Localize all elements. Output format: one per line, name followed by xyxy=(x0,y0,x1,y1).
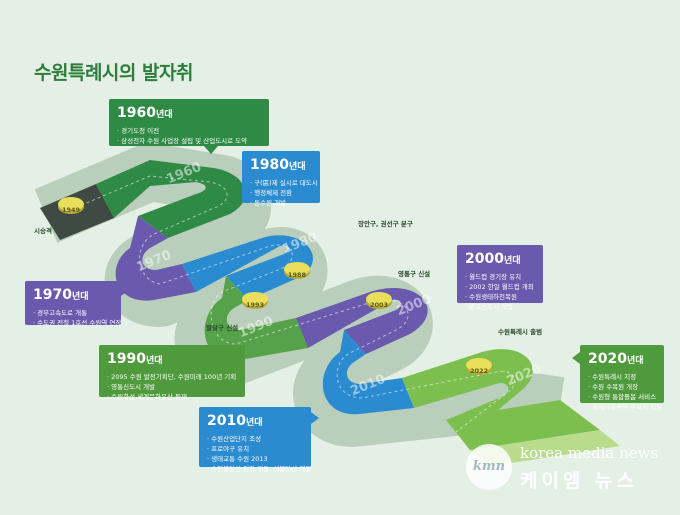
road-segment-1960 xyxy=(96,160,246,238)
era-item: 구(區)제 실시로 대도시 xyxy=(250,178,318,188)
label-yeongtong: 영통구 신설 xyxy=(398,270,431,278)
era-item: 수원산업단지 조성 xyxy=(207,434,303,444)
era-item: 수원 수목원 개장 xyxy=(588,382,656,392)
coin-1949: 1949 xyxy=(58,197,84,214)
road-segment-1980 xyxy=(182,235,313,300)
coin-2022: 2022 xyxy=(466,358,492,375)
road-segment-start xyxy=(40,184,114,240)
era-card-1960: 1960년대 경기도청 이전 삼성전자 수원 사업장 설립 및 산업도시로 도약 xyxy=(109,99,269,146)
pointer xyxy=(204,146,218,154)
kmn-logo: kmn xyxy=(466,444,512,490)
era-item: 수원화성 세계문화유산 등재 xyxy=(107,392,237,402)
era-card-1970: 1970년대 경부고속도로 개통 수도권 전철 1호선 수원역 연장 xyxy=(25,281,121,328)
era-item: 프로야구 유치 xyxy=(207,444,303,454)
era-item: 수원특례시 지정 xyxy=(588,372,656,382)
road-segment-2000 xyxy=(296,288,428,354)
era-item: 동수원 개발 xyxy=(250,198,312,208)
pointer xyxy=(311,412,319,424)
label-start: 시승격 xyxy=(34,227,52,235)
era-card-1980: 1980년대 구(區)제 실시로 대도시 행정체제 전환 동수원 개발 xyxy=(242,151,320,207)
era-item: 영통신도시 개발 xyxy=(107,382,237,392)
coin-1988: 1988 xyxy=(284,262,310,279)
watermark-english: korea media news xyxy=(520,444,659,462)
era-card-1990: 1990년대 2095 수원 발전기획단, 수원미래 100년 기획 영통신도시… xyxy=(99,345,245,401)
era-item: 수원생태하천복원 xyxy=(465,292,535,302)
coin-2003: 2003 xyxy=(366,292,392,309)
label-jangan: 장안구, 권선구 분구 xyxy=(358,220,413,228)
era-item: 경부고속도로 개통 xyxy=(33,308,113,318)
lane-lines xyxy=(69,175,516,433)
era-card-2000: 2000년대 월드컵 경기장 유치 2002 한일 월드컵 개최 수원생태하천복… xyxy=(457,245,543,311)
road-segment-2020 xyxy=(402,349,600,450)
road-segment-1990 xyxy=(204,276,308,361)
watermark-korean: 케이엠 뉴스 xyxy=(520,470,639,492)
era-item: 경제자유구역 후보지 지정 xyxy=(588,402,662,412)
label-teukrye: 수원특례시 출범 xyxy=(498,328,543,336)
era-item: 수도권 전철 1호선 수원역 연장 xyxy=(33,318,121,328)
era-item: 광교신도시 개발 xyxy=(465,302,535,312)
era-item: 삼성전자 수원 사업장 설립 및 산업도시로 도약 xyxy=(117,136,261,146)
pointer xyxy=(572,352,580,364)
era-item: 월드컵 경기장 유치 xyxy=(465,272,535,282)
era-card-2020: 2020년대 수원특례시 지정 수원 수목원 개장 수원형 통합돌봄 서비스 경… xyxy=(580,345,664,411)
era-item: 경기도청 이전 xyxy=(117,126,261,136)
page-title: 수원특례시의 발자취 xyxy=(34,62,193,84)
era-item: 2002 한일 월드컵 개최 xyxy=(465,282,535,292)
era-item: 생태교통 수원 2013 xyxy=(207,454,303,464)
label-paldal: 팔달구 신설 xyxy=(206,324,239,332)
era-item: 수원형 통합돌봄 서비스 xyxy=(588,392,656,402)
era-card-2010: 2010년대 수원산업단지 조성 프로야구 유치 생태교통 수원 2013 수인… xyxy=(199,407,311,473)
era-item: 수인분당선 연장 개통, 신분당선 개통 xyxy=(207,464,311,474)
coin-1993: 1993 xyxy=(242,292,268,309)
era-item: 2095 수원 발전기획단, 수원미래 100년 기획 xyxy=(107,372,237,382)
pointer xyxy=(121,284,129,296)
road-segment-1970 xyxy=(115,216,196,301)
era-item: 행정체제 전환 xyxy=(250,188,312,198)
